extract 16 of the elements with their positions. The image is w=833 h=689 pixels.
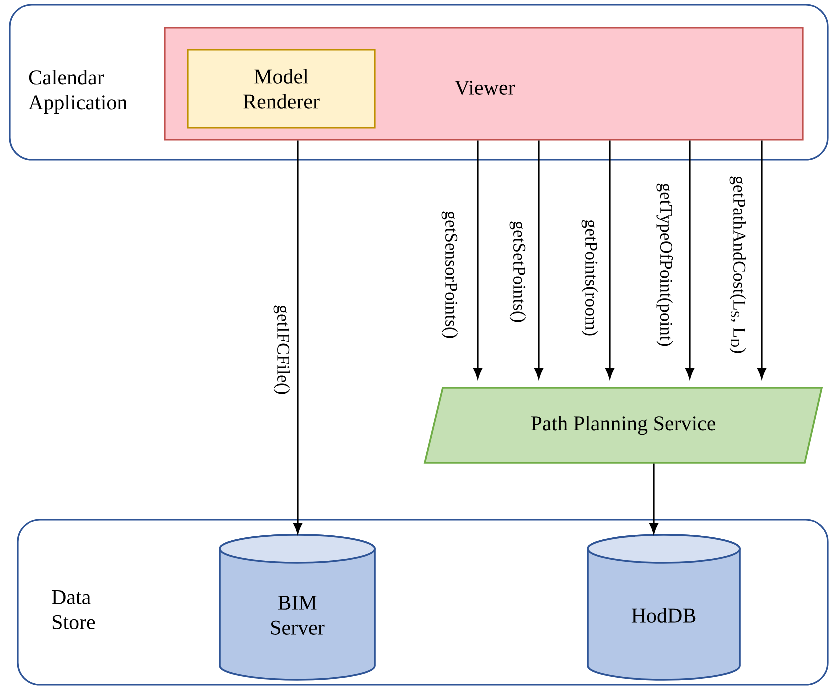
arrow	[686, 140, 694, 379]
arrow	[650, 464, 658, 534]
arrow	[758, 140, 766, 379]
arrow	[474, 140, 482, 379]
arrow	[606, 140, 614, 379]
database-cylinder: HodDB	[587, 534, 741, 681]
arrow	[534, 140, 544, 379]
edge-label: getIFCFile()	[274, 306, 290, 394]
edge-label: getSetPoints()	[510, 222, 526, 322]
renderer-box: Model Renderer	[187, 49, 376, 129]
edge-label: getSensorPoints()	[442, 212, 458, 338]
database-cylinder: BIM Server	[219, 534, 376, 681]
edge-label: getTypeOfPoint(point)	[656, 184, 674, 346]
arrow	[294, 140, 302, 534]
edge-label: getPathAndCost(L$_{S}$, L$_{D}$)	[730, 176, 746, 354]
edge-label: getPoints(room)	[582, 220, 598, 336]
